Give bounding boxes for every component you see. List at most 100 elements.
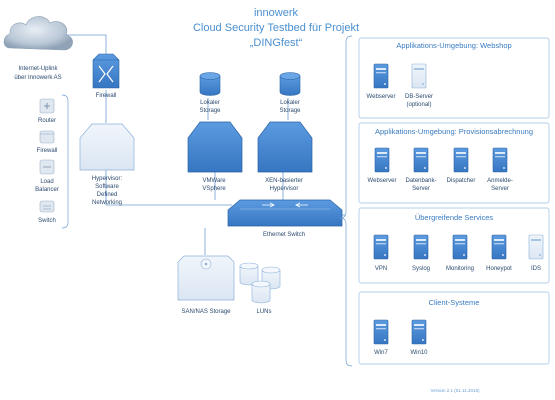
lun-icon — [239, 262, 259, 286]
panel-provisionsabrechnung-title: Applikations-Umgebung: Provisionsabrechn… — [375, 127, 533, 136]
xen-storage-line2: Storage — [279, 108, 301, 114]
server-icon — [373, 234, 389, 260]
server-label: Datenbank- — [405, 178, 436, 184]
vmware-storage-line2: Storage — [199, 108, 221, 114]
firewall-node: Firewall — [92, 53, 120, 99]
legend-bracket — [61, 94, 69, 229]
cloud-label-line2: über Innowerk AS — [14, 75, 61, 81]
version-label: Version 2.1 (01.11.2016) — [431, 388, 480, 393]
server-icon — [411, 319, 427, 345]
database-icon — [279, 72, 301, 96]
legend: Router Firewall Load Balancer Switch — [35, 94, 69, 229]
panel-webshop: Applikations-Umgebung: Webshop Webserver… — [358, 37, 550, 119]
server-node-ids: IDS — [528, 234, 544, 272]
hypervisor-xen-line2: Hypervisor — [270, 186, 299, 192]
san-label: SAN/NAS Storage — [181, 309, 231, 315]
server-icon — [528, 234, 544, 260]
server-icon — [374, 147, 390, 173]
title-line1: innowerk — [254, 7, 299, 19]
client-node-win7: Win7 — [373, 319, 389, 356]
hypervisor-xen-line1: XEN-basierter — [265, 178, 303, 184]
panel-services: Übergreifende Services VPN Syslog Monito… — [358, 207, 550, 284]
server-node-webserver: Webserver — [368, 147, 397, 184]
server-label: Monitoring — [446, 266, 474, 272]
client-label: Win7 — [374, 350, 388, 356]
server-node-anmelde: Anmelde- Server — [487, 147, 513, 192]
legend-item-switch: Switch — [38, 200, 56, 224]
hypervisor-sdn-line1: Hypervisor: — [92, 176, 123, 182]
legend-router-label: Router — [38, 118, 56, 124]
hypervisor-sdn-shape — [79, 123, 135, 171]
server-label: Honeypot — [486, 266, 512, 272]
cloud-label-line1: Internet-Uplink — [18, 66, 58, 72]
luns: LUNs — [239, 262, 281, 315]
legend-load-balancer-label-line2: Balancer — [35, 187, 59, 193]
server-node-vpn: VPN — [373, 234, 389, 272]
panel-webshop-title: Applikations-Umgebung: Webshop — [396, 41, 511, 50]
hypervisor-sdn: Hypervisor: Software Defined Networking — [79, 123, 135, 206]
hypervisor-vmware-shape — [187, 121, 243, 173]
server-label: Anmelde- — [487, 178, 513, 184]
server-icon — [411, 63, 427, 89]
hypervisor-vmware-line2: VSphere — [202, 186, 226, 192]
ethernet-switch: Ethernet Switch — [227, 199, 343, 238]
hypervisor-sdn-line4: Networking — [92, 200, 122, 206]
hypervisor-vmware-line1: VMWare — [202, 178, 226, 184]
server-label: VPN — [375, 266, 387, 272]
legend-item-firewall: Firewall — [37, 130, 58, 154]
server-node-honeypot: Honeypot — [486, 234, 512, 272]
server-node-db: DB-Server (optional) — [405, 63, 433, 108]
legend-item-load-balancer: Load Balancer — [35, 159, 59, 193]
panel-clients: Client-Systeme Win7 Win10 — [358, 291, 550, 365]
server-node-dispatcher: Dispatcher — [447, 147, 476, 184]
server-label-line2: (optional) — [406, 102, 431, 108]
database-icon — [199, 72, 221, 96]
xen-storage-line1: Lokaler — [280, 100, 300, 106]
server-node-syslog: Syslog — [412, 234, 430, 272]
firewall-icon — [39, 130, 55, 144]
server-icon — [413, 234, 429, 260]
server-icon — [453, 147, 469, 173]
client-node-win10: Win10 — [410, 319, 428, 356]
firewall-icon — [92, 53, 120, 89]
title-line2: Cloud Security Testbed für Projekt — [193, 22, 359, 34]
server-label-line2: Server — [412, 186, 430, 192]
hypervisor-sdn-line2: Software — [95, 184, 119, 190]
luns-label: LUNs — [256, 309, 271, 315]
hypervisor-xen: Lokaler Storage XEN-basierter Hypervisor — [257, 72, 313, 192]
legend-firewall-label: Firewall — [37, 148, 58, 154]
server-icon — [413, 147, 429, 173]
panel-provisionsabrechnung: Applikations-Umgebung: Provisionsabrechn… — [358, 122, 550, 204]
server-icon — [491, 234, 507, 260]
title-line3: „DINGfest“ — [250, 37, 303, 49]
hypervisor-xen-shape — [257, 121, 313, 173]
vmware-storage-line1: Lokaler — [200, 100, 220, 106]
legend-item-router: Router — [38, 98, 56, 124]
internet-cloud: Internet-Uplink über Innowerk AS — [3, 16, 73, 81]
server-icon — [492, 147, 508, 173]
client-label: Win10 — [410, 350, 428, 356]
panel-services-title: Übergreifende Services — [415, 213, 494, 222]
server-label: IDS — [531, 266, 541, 272]
server-node-datenbank: Datenbank- Server — [405, 147, 437, 192]
cloud-icon — [3, 16, 73, 51]
panels-bracket — [339, 35, 353, 367]
switch-icon — [227, 199, 343, 227]
server-icon — [452, 234, 468, 260]
server-label: Webserver — [367, 94, 396, 100]
firewall-label: Firewall — [96, 93, 117, 99]
san-storage-icon — [177, 255, 235, 301]
switch-icon — [39, 200, 55, 213]
legend-switch-label: Switch — [38, 218, 56, 224]
hypervisor-vmware: Lokaler Storage VMWare VSphere — [187, 72, 243, 192]
server-label: Webserver — [368, 178, 397, 184]
server-label: Syslog — [412, 266, 430, 272]
server-label: Dispatcher — [447, 178, 476, 184]
server-node-monitoring: Monitoring — [446, 234, 474, 272]
server-label: DB-Server — [405, 94, 433, 100]
switch-label: Ethernet Switch — [263, 232, 305, 238]
server-icon — [373, 63, 389, 89]
lun-icon — [251, 280, 271, 304]
legend-load-balancer-label-line1: Load — [40, 179, 53, 185]
san-storage: SAN/NAS Storage — [177, 255, 235, 315]
